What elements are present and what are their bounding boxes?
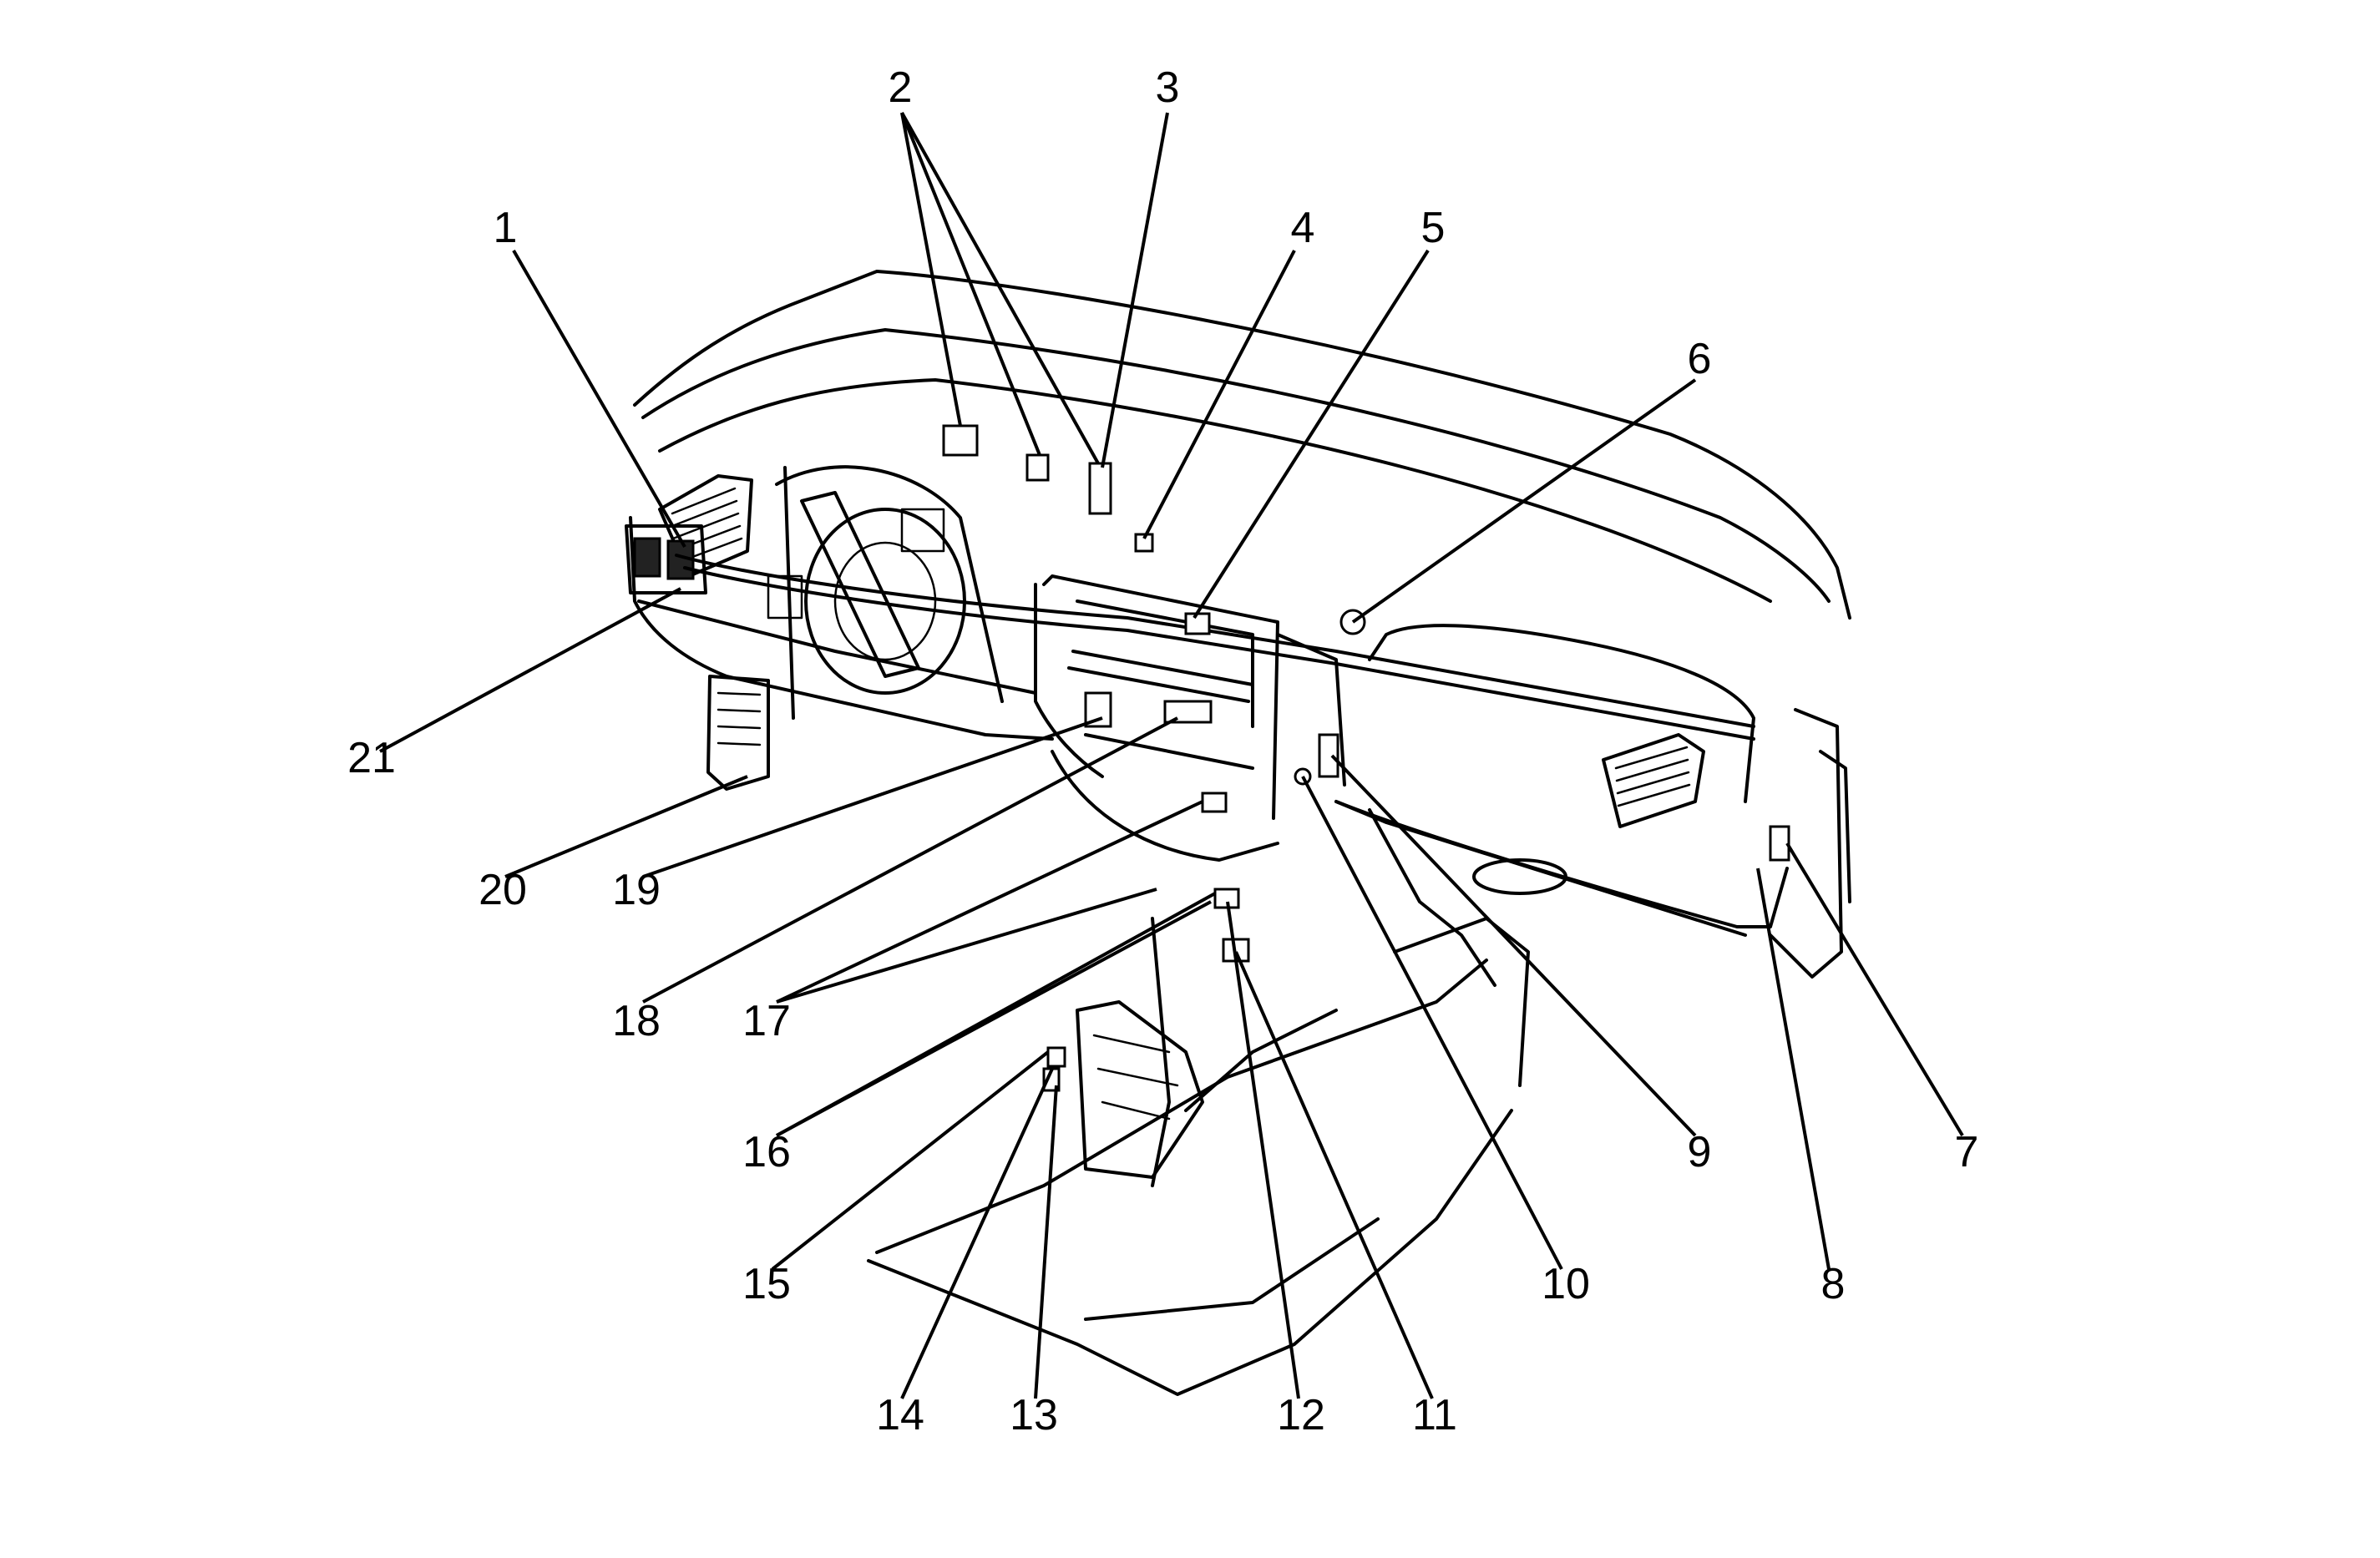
- leader-line: [379, 587, 681, 753]
- callout-17: 17: [742, 997, 791, 1045]
- callout-leader-lines: [379, 112, 1964, 1399]
- callout-1: 1: [494, 204, 518, 252]
- leader-line: [642, 716, 1178, 1004]
- leader-line: [776, 800, 1203, 1004]
- leader-line: [1351, 378, 1697, 624]
- leader-line: [1101, 112, 1169, 468]
- callout-2: 2: [889, 63, 913, 112]
- callout-8: 8: [1821, 1260, 1846, 1308]
- leader-line: [1142, 250, 1296, 539]
- callout-16: 16: [742, 1128, 791, 1176]
- callout-5: 5: [1421, 204, 1446, 252]
- callout-9: 9: [1688, 1128, 1712, 1176]
- callout-7: 7: [1955, 1128, 1979, 1176]
- callout-18: 18: [612, 997, 661, 1045]
- leader-line: [512, 249, 686, 549]
- leader-line: [900, 112, 1100, 464]
- leader-line: [776, 892, 1216, 1137]
- leader-line: [776, 888, 1157, 1004]
- leader-line: [504, 775, 748, 878]
- leader-line: [771, 1050, 1050, 1271]
- callout-20: 20: [479, 866, 527, 914]
- leader-line: [1193, 249, 1430, 620]
- callout-14: 14: [876, 1391, 924, 1439]
- callout-19: 19: [612, 866, 661, 914]
- callout-6: 6: [1688, 335, 1712, 383]
- callout-labels: 1 2 3 4 5 6 7 8 9 10 11 12 13 14 15 16 1…: [347, 63, 1978, 1439]
- leader-line: [642, 716, 1103, 878]
- callout-12: 12: [1277, 1391, 1325, 1439]
- callout-21: 21: [347, 734, 396, 782]
- leader-line: [1034, 1085, 1058, 1399]
- callout-4: 4: [1291, 204, 1315, 252]
- callout-3: 3: [1156, 63, 1180, 112]
- callout-13: 13: [1010, 1391, 1058, 1439]
- leader-line: [1234, 951, 1434, 1399]
- leader-line: [1301, 776, 1563, 1270]
- leader-line: [900, 112, 1041, 456]
- callout-10: 10: [1542, 1260, 1590, 1308]
- leader-line: [900, 1068, 1054, 1399]
- leader-line: [1226, 901, 1300, 1399]
- callout-11: 11: [1412, 1391, 1457, 1439]
- leader-line: [1785, 842, 1964, 1137]
- instrument-panel-artwork: [625, 270, 1851, 1396]
- leader-line: [1330, 754, 1697, 1137]
- callout-15: 15: [742, 1260, 791, 1308]
- leader-line: [900, 112, 962, 427]
- leader-line: [1756, 868, 1831, 1270]
